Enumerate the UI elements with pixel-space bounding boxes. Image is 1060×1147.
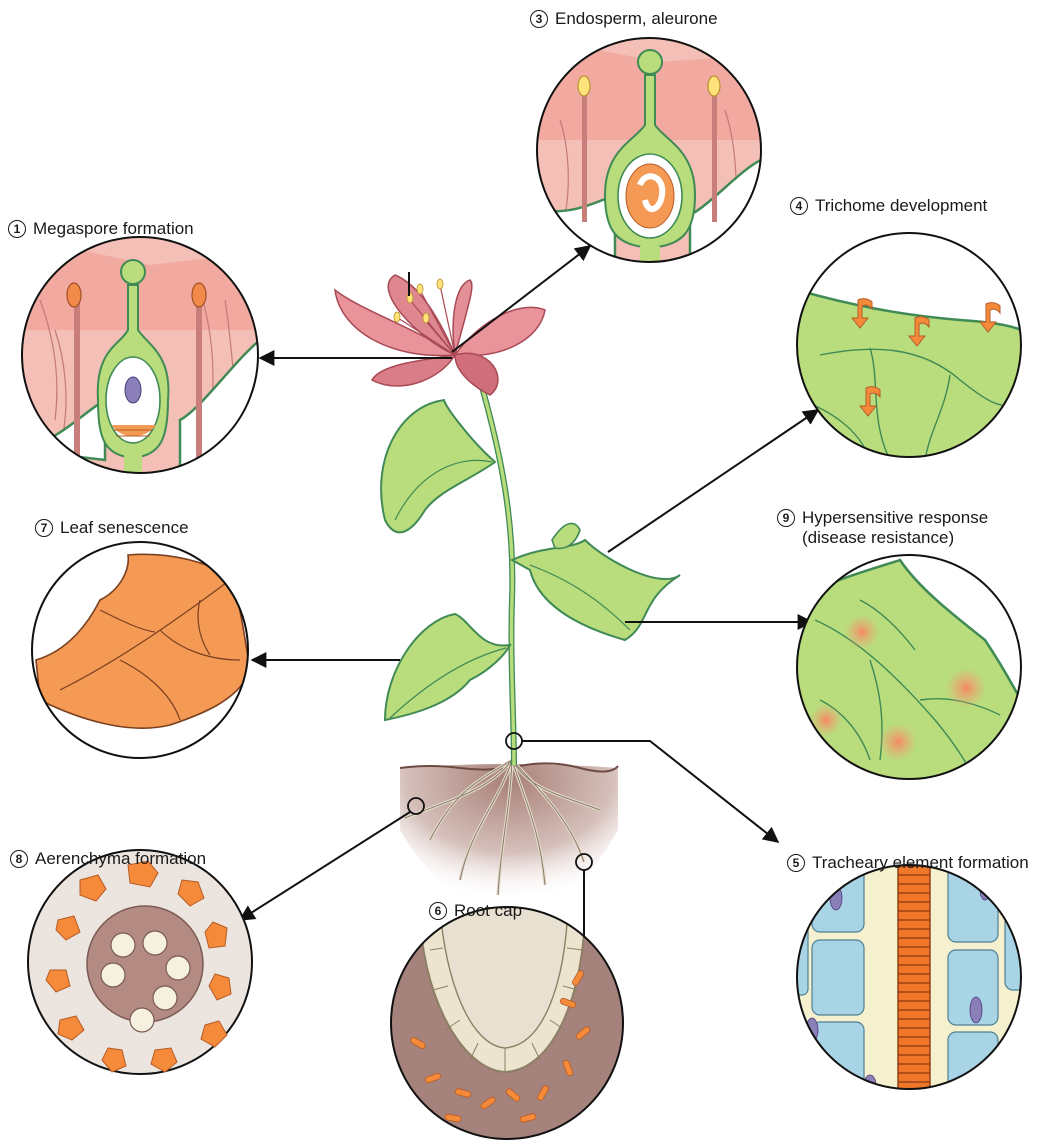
label-number: 4 bbox=[790, 197, 808, 215]
label-number: 7 bbox=[35, 519, 53, 537]
flower bbox=[335, 272, 545, 395]
leaf-senescence-circle bbox=[32, 542, 250, 758]
endosperm-circle bbox=[537, 38, 761, 266]
label-text: Root cap bbox=[454, 901, 522, 921]
label-text: Megaspore formation bbox=[33, 219, 194, 239]
label-number: 9 bbox=[777, 509, 795, 527]
label-number: 3 bbox=[530, 10, 548, 28]
label-text: Leaf senescence bbox=[60, 518, 189, 538]
aerenchyma-circle bbox=[28, 850, 252, 1074]
label-aerenchyma-formation: 8 Aerenchyma formation bbox=[10, 849, 206, 869]
label-megaspore-formation: 1 Megaspore formation bbox=[8, 219, 194, 239]
label-text: Tracheary element formation bbox=[812, 853, 1029, 873]
label-leaf-senescence: 7 Leaf senescence bbox=[35, 518, 189, 538]
label-number: 5 bbox=[787, 854, 805, 872]
label-subtext: (disease resistance) bbox=[777, 528, 988, 548]
plant-stem-and-leaves bbox=[381, 380, 680, 765]
label-tracheary-element-formation: 5 Tracheary element formation bbox=[787, 853, 1029, 873]
label-number: 6 bbox=[429, 902, 447, 920]
label-text: Trichome development bbox=[815, 196, 987, 216]
label-number: 1 bbox=[8, 220, 26, 238]
label-number: 8 bbox=[10, 850, 28, 868]
label-hypersensitive-response: 9 Hypersensitive response (disease resis… bbox=[777, 508, 988, 548]
label-text: Hypersensitive response bbox=[802, 508, 988, 528]
label-endosperm-aleurone: 3 Endosperm, aleurone bbox=[530, 9, 718, 29]
trichome-circle bbox=[797, 233, 1021, 460]
megaspore-circle bbox=[20, 237, 260, 475]
label-text: Aerenchyma formation bbox=[35, 849, 206, 869]
hypersensitive-circle bbox=[797, 555, 1021, 779]
tracheary-circle bbox=[790, 860, 1035, 1107]
label-trichome-development: 4 Trichome development bbox=[790, 196, 987, 216]
label-text: Endosperm, aleurone bbox=[555, 9, 718, 29]
label-root-cap: 6 Root cap bbox=[429, 901, 522, 921]
root-cap-circle bbox=[391, 907, 623, 1139]
soil-and-roots bbox=[400, 760, 618, 917]
